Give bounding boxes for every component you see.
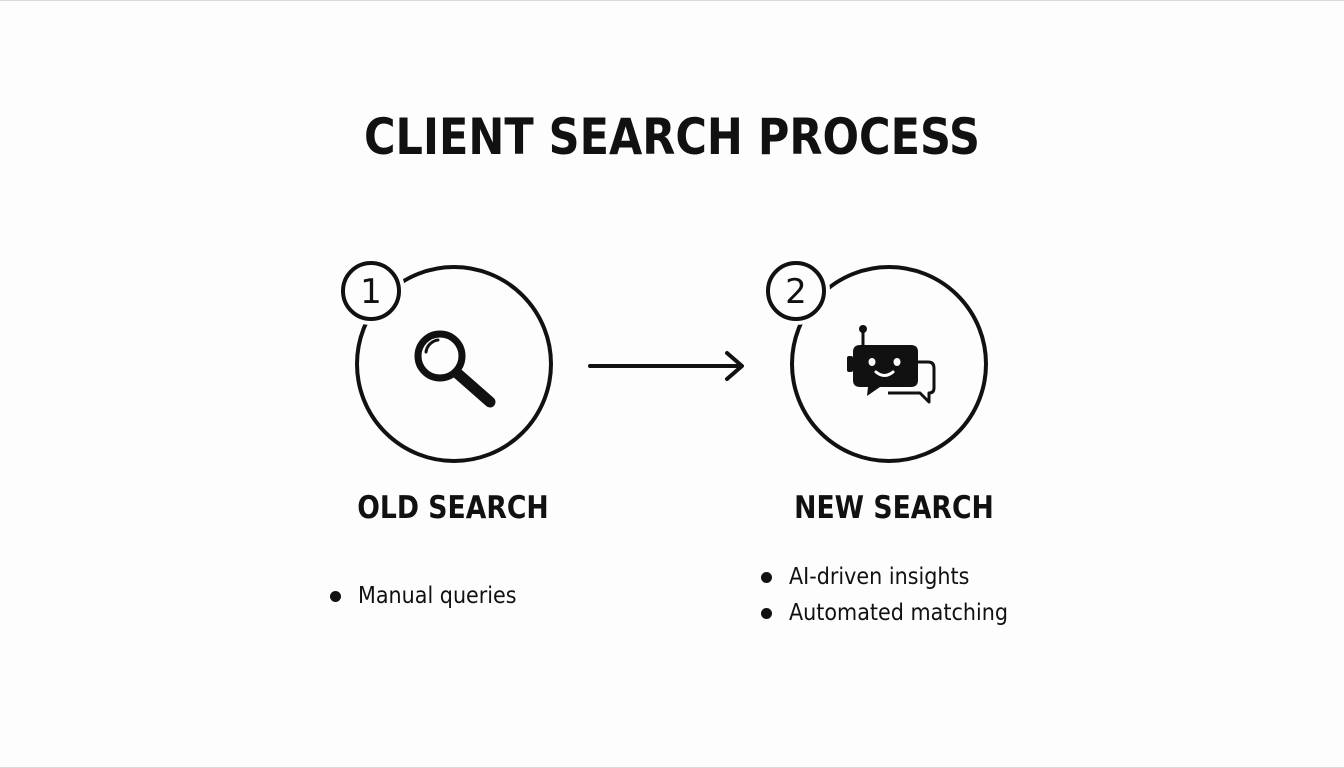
step-2-node: 2 bbox=[762, 257, 988, 463]
flow-arrow bbox=[588, 351, 744, 381]
step-1-title: OLD SEARCH bbox=[357, 490, 549, 526]
step-1-circle bbox=[355, 265, 553, 463]
list-item: AI-driven insights bbox=[761, 559, 1032, 595]
list-item: Manual queries bbox=[330, 578, 534, 614]
page-title: CLIENT SEARCH PROCESS bbox=[363, 108, 980, 166]
chatbot-icon bbox=[847, 325, 936, 404]
step-1-bullets: Manual queries bbox=[330, 578, 534, 614]
step-2-badge bbox=[766, 261, 826, 321]
magnifier-icon bbox=[414, 330, 496, 408]
step-2-number: 2 bbox=[785, 272, 807, 312]
step-2-title: NEW SEARCH bbox=[794, 490, 994, 526]
step-2-bullets: AI-driven insights Automated matching bbox=[761, 559, 1032, 631]
step-1-node: 1 bbox=[337, 257, 553, 463]
list-item: Automated matching bbox=[761, 595, 1032, 631]
step-1-number: 1 bbox=[360, 272, 382, 312]
step-2-circle bbox=[790, 265, 988, 463]
step-1-badge bbox=[341, 261, 401, 321]
